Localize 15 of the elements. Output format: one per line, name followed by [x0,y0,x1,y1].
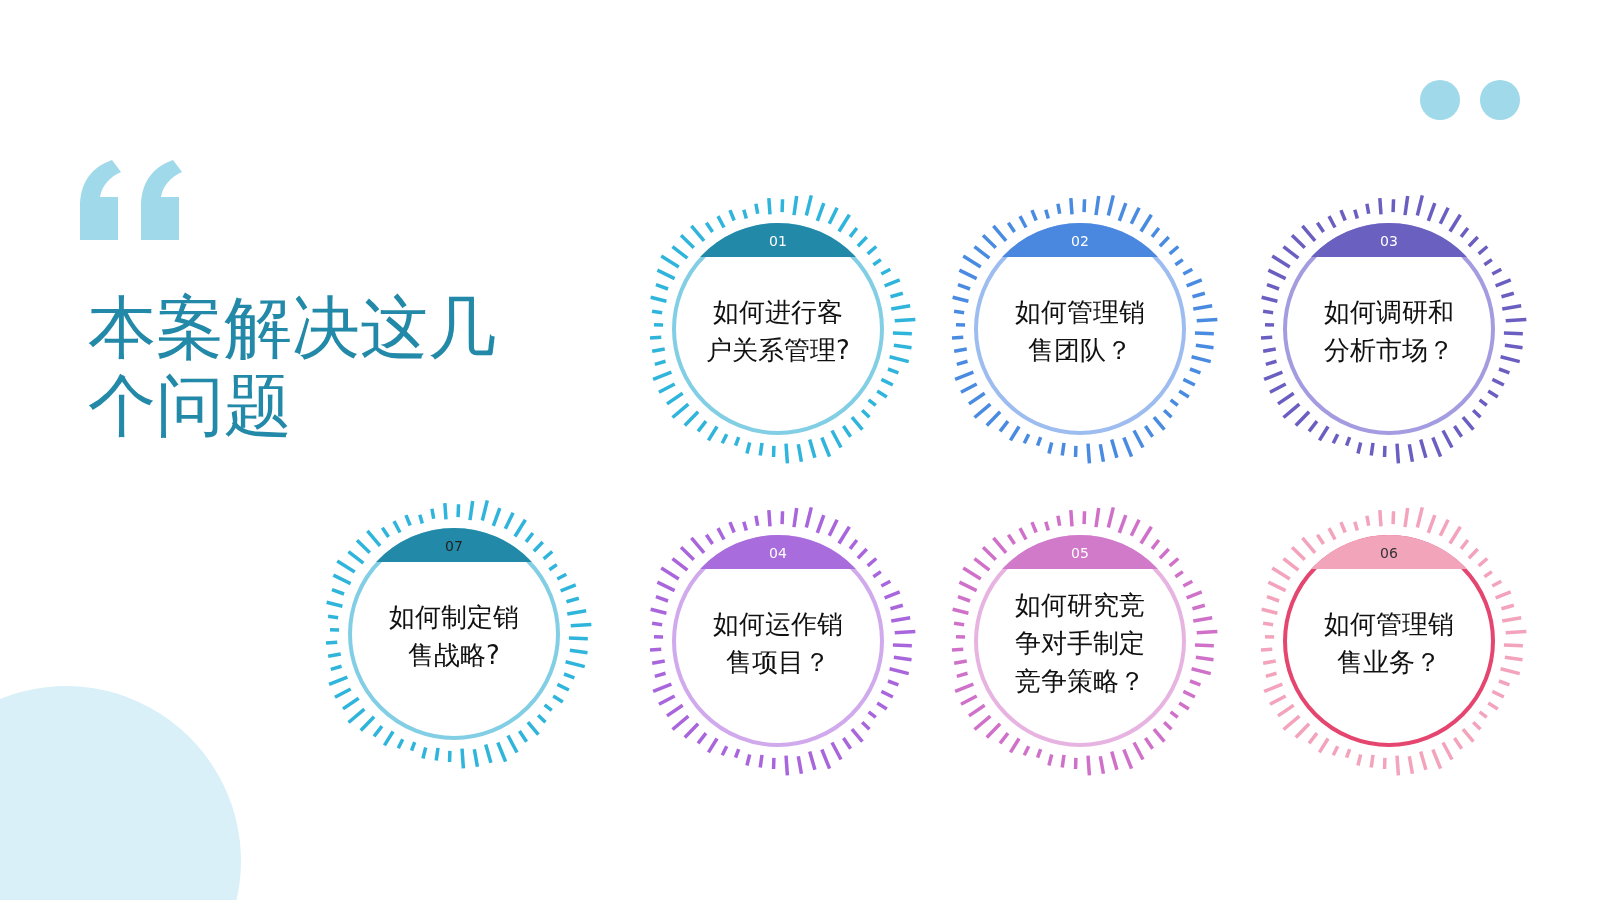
step-number: 05 [1071,545,1089,561]
step-number: 04 [769,545,787,561]
step-number: 02 [1071,233,1089,249]
question-text: 如何调研和分析市场？ [1323,296,1455,367]
step-number: 03 [1380,233,1398,249]
question-text: 如何管理销售业务？ [1323,608,1455,679]
step-number: 01 [769,233,787,249]
question-text: 如何管理销售团队？ [1014,296,1146,367]
question-text: 如何进行客户关系管理? [705,296,851,367]
step-number: 07 [445,538,463,554]
title: 本案解决这几个问题 [88,289,497,445]
question-text: 如何制定销售战略? [388,601,520,672]
step-number: 06 [1380,545,1398,561]
question-text: 如何研究竞争对手制定竞争策略？ [1014,589,1146,698]
question-text: 如何运作销售项目？ [712,608,844,679]
